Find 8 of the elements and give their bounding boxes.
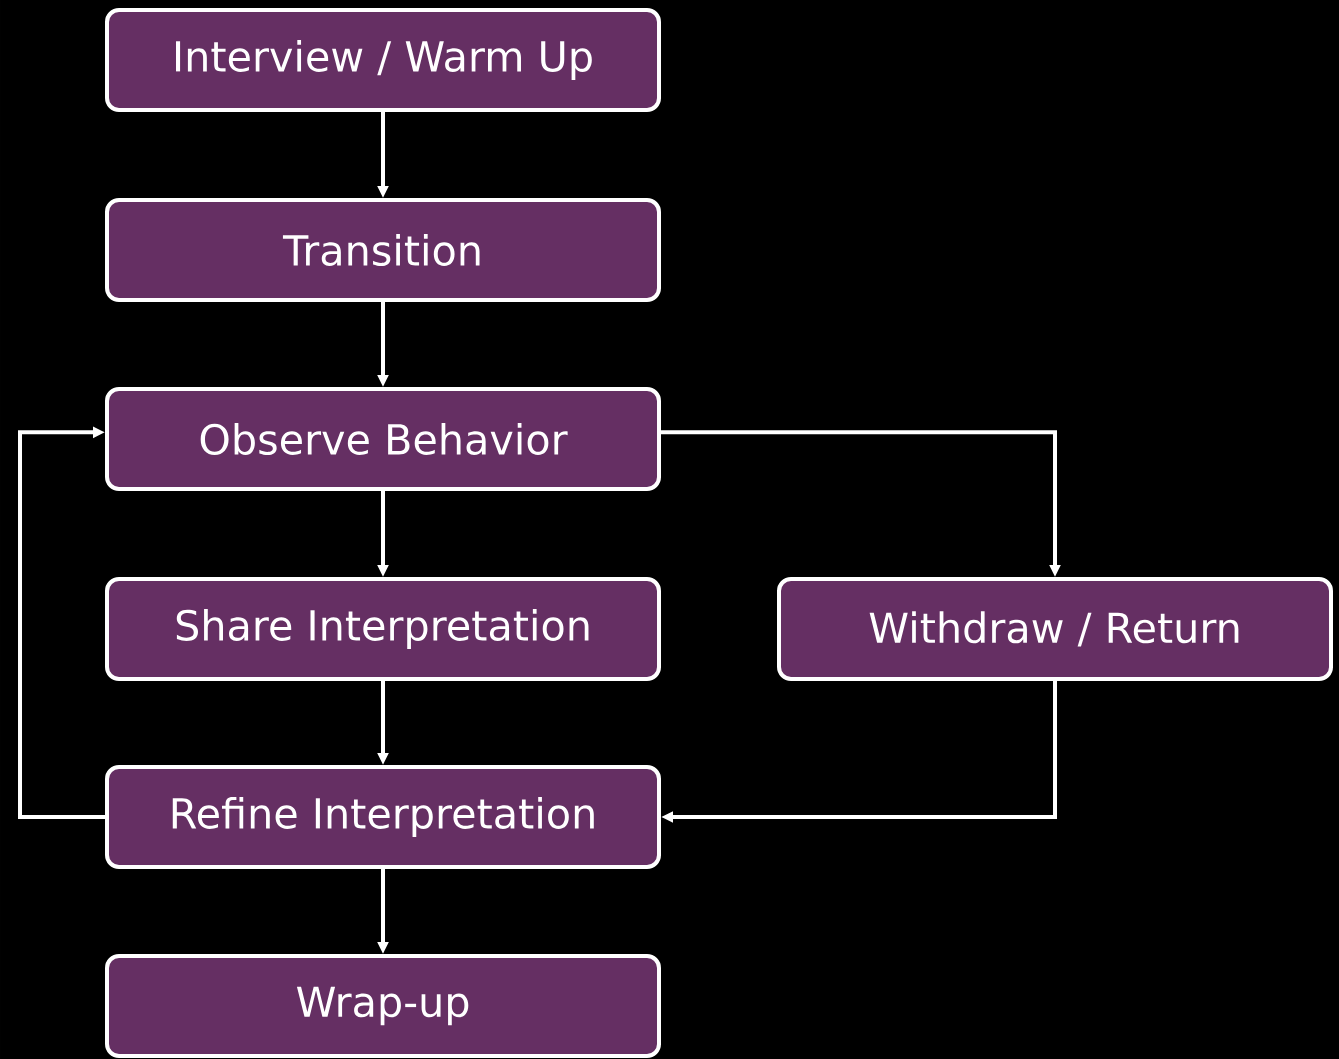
process-box: Observe Behavior — [105, 387, 661, 491]
process-box: Refine Interpretation — [105, 765, 661, 869]
process-box: Share Interpretation — [105, 577, 661, 681]
process-box: Withdraw / Return — [777, 577, 1333, 681]
process-box: Interview / Warm Up — [105, 8, 661, 112]
process-box: Wrap-up — [105, 954, 661, 1058]
arrow — [18, 426, 105, 819]
process-box: Transition — [105, 198, 661, 302]
